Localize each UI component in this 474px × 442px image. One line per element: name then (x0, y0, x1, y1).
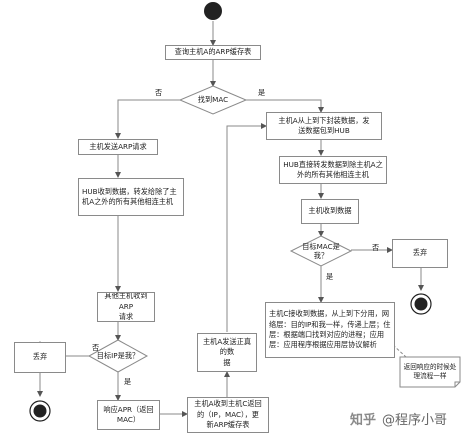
end-node-left (33, 404, 47, 418)
node-hub-recv: HUB收到数据，转发给除了主机A之外的所有其他相连主机 (78, 178, 184, 216)
edge-found-yes (246, 99, 324, 113)
edge-found-no (115, 99, 180, 139)
node-discard-right: 丢弃 (392, 239, 448, 268)
edge-label-yes-2: 是 (124, 377, 132, 386)
edge-label-no-2: 否 (92, 343, 100, 352)
note-fold (454, 381, 460, 387)
node-hub-forward: HUB直接转发数据到除主机A之 外的所有其他相连主机 (279, 156, 387, 184)
edge-send-encap (226, 123, 267, 332)
decision-target-mac-label: 目标MAC是 我？ (302, 241, 340, 260)
decision-target-mac (289, 235, 353, 267)
node-send-arp: 主机发送ARP请求 (78, 139, 158, 155)
watermark-author: @程序小哥 (382, 413, 448, 428)
zhihu-logo-text: 知乎 (350, 413, 377, 428)
edge-label-no-3: 否 (372, 243, 380, 252)
decision-target-ip (87, 339, 149, 373)
node-query-cache: 查询主机A的ARP缓存表 (165, 45, 261, 60)
end-node-right (414, 297, 428, 311)
note-shape (399, 356, 461, 388)
decision-target-ip-label: 目标IP是我？ (96, 351, 140, 361)
node-a-send-real: 主机A发送正真的数 据 (197, 333, 257, 372)
decision-found-mac-label: 找到MAC (197, 95, 229, 105)
watermark: 知乎 @程序小哥 (350, 409, 447, 428)
note-text: 返回响应的时候处 理流程一样 (403, 363, 457, 380)
node-encap: 主机A从上到下封装数据，发 送数据包到HUB (266, 112, 382, 140)
edge-label-yes-1: 是 (258, 88, 266, 97)
node-a-recv-reply: 主机A收到主机C返回 的（IP，MAC），更 新ARP缓存表 (187, 397, 269, 433)
start-node (204, 2, 222, 20)
node-discard-left: 丢弃 (14, 342, 66, 373)
node-recv-data: 主机收到数据 (301, 199, 359, 224)
decision-found-mac (178, 85, 248, 115)
edge-label-no-1: 否 (155, 88, 163, 97)
node-host-c: 主机C接收到数据，从上到下分用，网 络层：目的IP和我一样，传递上层；住 层：根… (265, 302, 395, 358)
edge-label-yes-3: 是 (326, 272, 334, 281)
node-reply-arp: 响应APR（返回 MAC） (97, 400, 160, 430)
node-others-recv: 其他主机收到ARP 请求 (97, 292, 155, 322)
